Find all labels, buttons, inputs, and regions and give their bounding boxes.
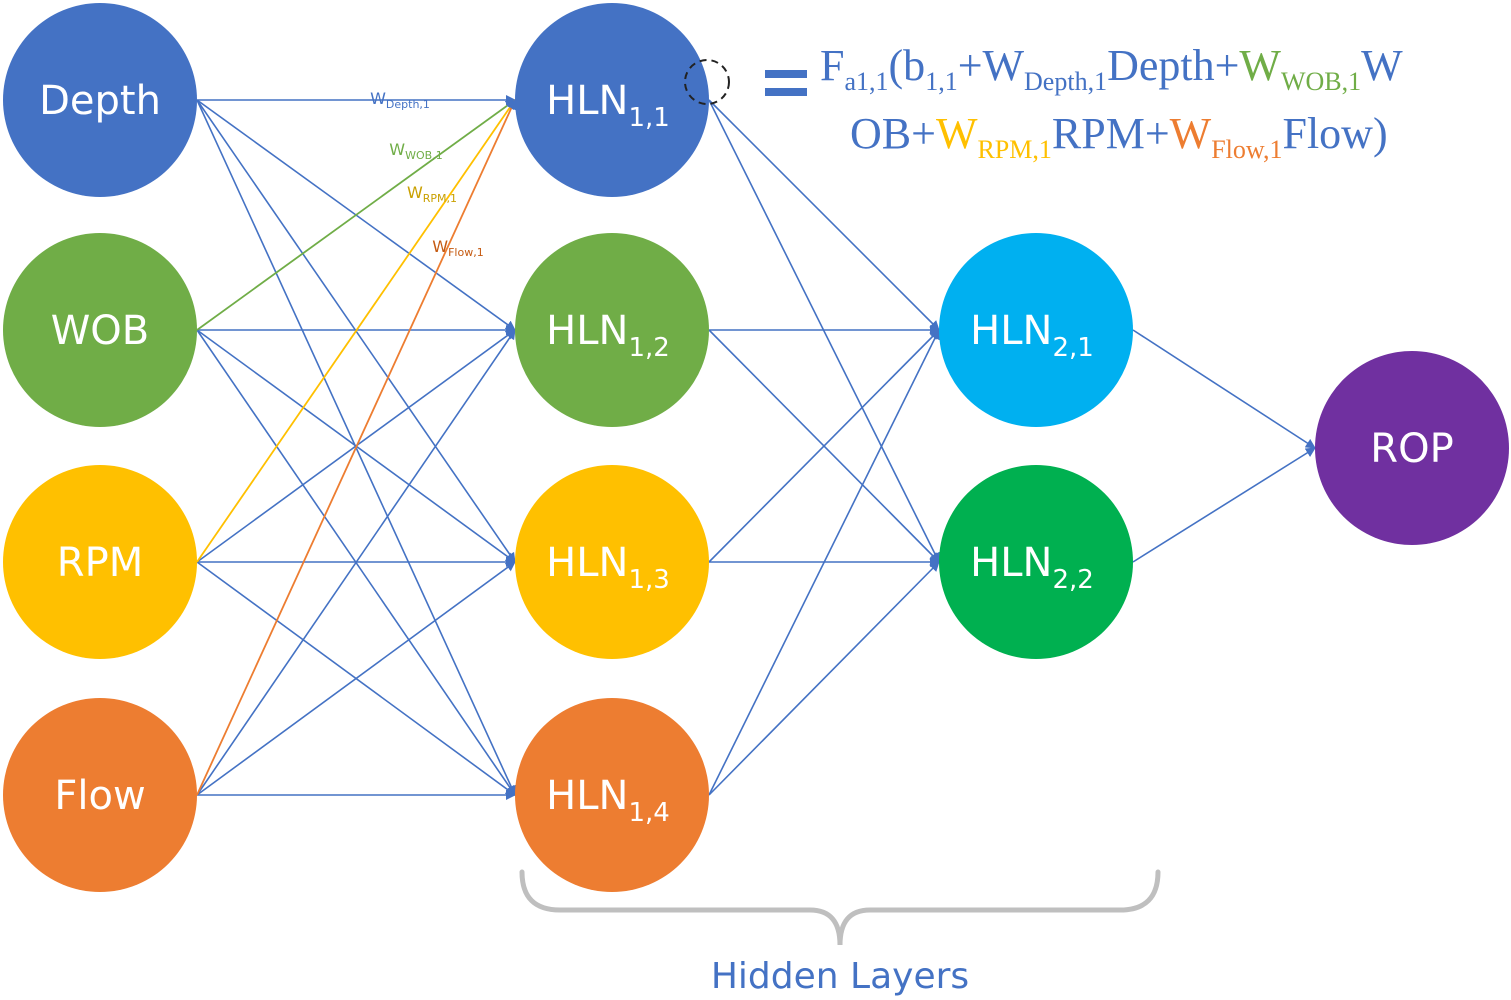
connection-edges xyxy=(196,95,1316,800)
hidden1-node-1-label: HLN1,1 xyxy=(546,78,670,133)
edge-input-3-to-h1-1 xyxy=(196,329,516,796)
input-node-depth-circle xyxy=(3,3,197,197)
weight-label-rpm: WRPM,1 xyxy=(407,183,457,205)
edge-h1-2-to-h2-0 xyxy=(708,329,940,563)
hidden2-node-1-label: HLN2,1 xyxy=(970,308,1094,363)
edge-h1-3-to-h2-0 xyxy=(708,329,940,796)
output-node-rop-circle xyxy=(1315,351,1509,545)
input-node-flow-circle xyxy=(3,698,197,892)
output-node-rop: ROP xyxy=(1315,351,1509,545)
edge-h1-0-to-h2-0 xyxy=(708,99,940,331)
hidden2-node-1-circle xyxy=(939,233,1133,427)
edge-h2-0-to-output xyxy=(1132,329,1316,449)
input-node-wob-circle xyxy=(3,233,197,427)
hidden1-node-4-label: HLN1,4 xyxy=(546,773,670,828)
input-node-depth-label: Depth xyxy=(39,78,161,124)
edge-h2-1-to-output xyxy=(1132,447,1316,563)
hidden2-node-2-circle xyxy=(939,465,1133,659)
formula-line-1: Fa1,1(b1,1+WDepth,1Depth+WWOB,1W xyxy=(820,41,1403,96)
input-node-flow: Flow xyxy=(3,698,197,892)
hidden1-node-1: HLN1,1 xyxy=(515,3,709,197)
focus-circle xyxy=(684,59,730,105)
hidden1-node-3-label: HLN1,3 xyxy=(546,540,670,595)
hidden2-node-2: HLN2,2 xyxy=(939,465,1133,659)
weight-label-flow: WFlow,1 xyxy=(432,237,483,259)
input-node-depth: Depth xyxy=(3,3,197,197)
hidden2-node-1: HLN2,1 xyxy=(939,233,1133,427)
edge-input-3-to-h1-2 xyxy=(196,561,516,796)
highlighted-weight-edges xyxy=(196,99,516,796)
input-node-wob-label: WOB xyxy=(51,308,149,354)
hidden1-node-3-circle xyxy=(515,465,709,659)
weight-label-wob: WWOB,1 xyxy=(389,140,442,162)
weight-label-depth: WDepth,1 xyxy=(370,89,430,111)
equals-sign xyxy=(765,70,807,96)
input-node-rpm-label: RPM xyxy=(57,540,143,586)
input-node-wob: WOB xyxy=(3,233,197,427)
hidden1-node-4: HLN1,4 xyxy=(515,698,709,892)
edge-h1-3-to-h2-1 xyxy=(708,561,940,796)
edge-highlight-input-2-to-h1-0 xyxy=(196,99,516,563)
hidden1-node-1-circle xyxy=(515,3,709,197)
hidden1-node-4-circle xyxy=(515,698,709,892)
input-node-flow-label: Flow xyxy=(54,773,145,819)
edge-highlight-input-3-to-h1-0 xyxy=(196,99,516,796)
output-node-rop-label: ROP xyxy=(1370,426,1453,472)
hidden-layers-caption: Hidden Layers xyxy=(711,956,969,997)
input-node-rpm: RPM xyxy=(3,465,197,659)
formula-line-2: OB+WRPM,1RPM+WFlow,1Flow) xyxy=(850,109,1388,164)
input-node-rpm-circle xyxy=(3,465,197,659)
hidden1-node-2: HLN1,2 xyxy=(515,233,709,427)
hidden1-node-2-label: HLN1,2 xyxy=(546,308,670,363)
hidden-layers-bracket xyxy=(519,869,1161,946)
hidden1-node-2-circle xyxy=(515,233,709,427)
hidden1-node-3: HLN1,3 xyxy=(515,465,709,659)
edge-h1-0-to-h2-1 xyxy=(708,99,940,563)
edge-highlight-input-1-to-h1-0 xyxy=(196,99,516,331)
hidden2-node-2-label: HLN2,2 xyxy=(970,540,1094,595)
